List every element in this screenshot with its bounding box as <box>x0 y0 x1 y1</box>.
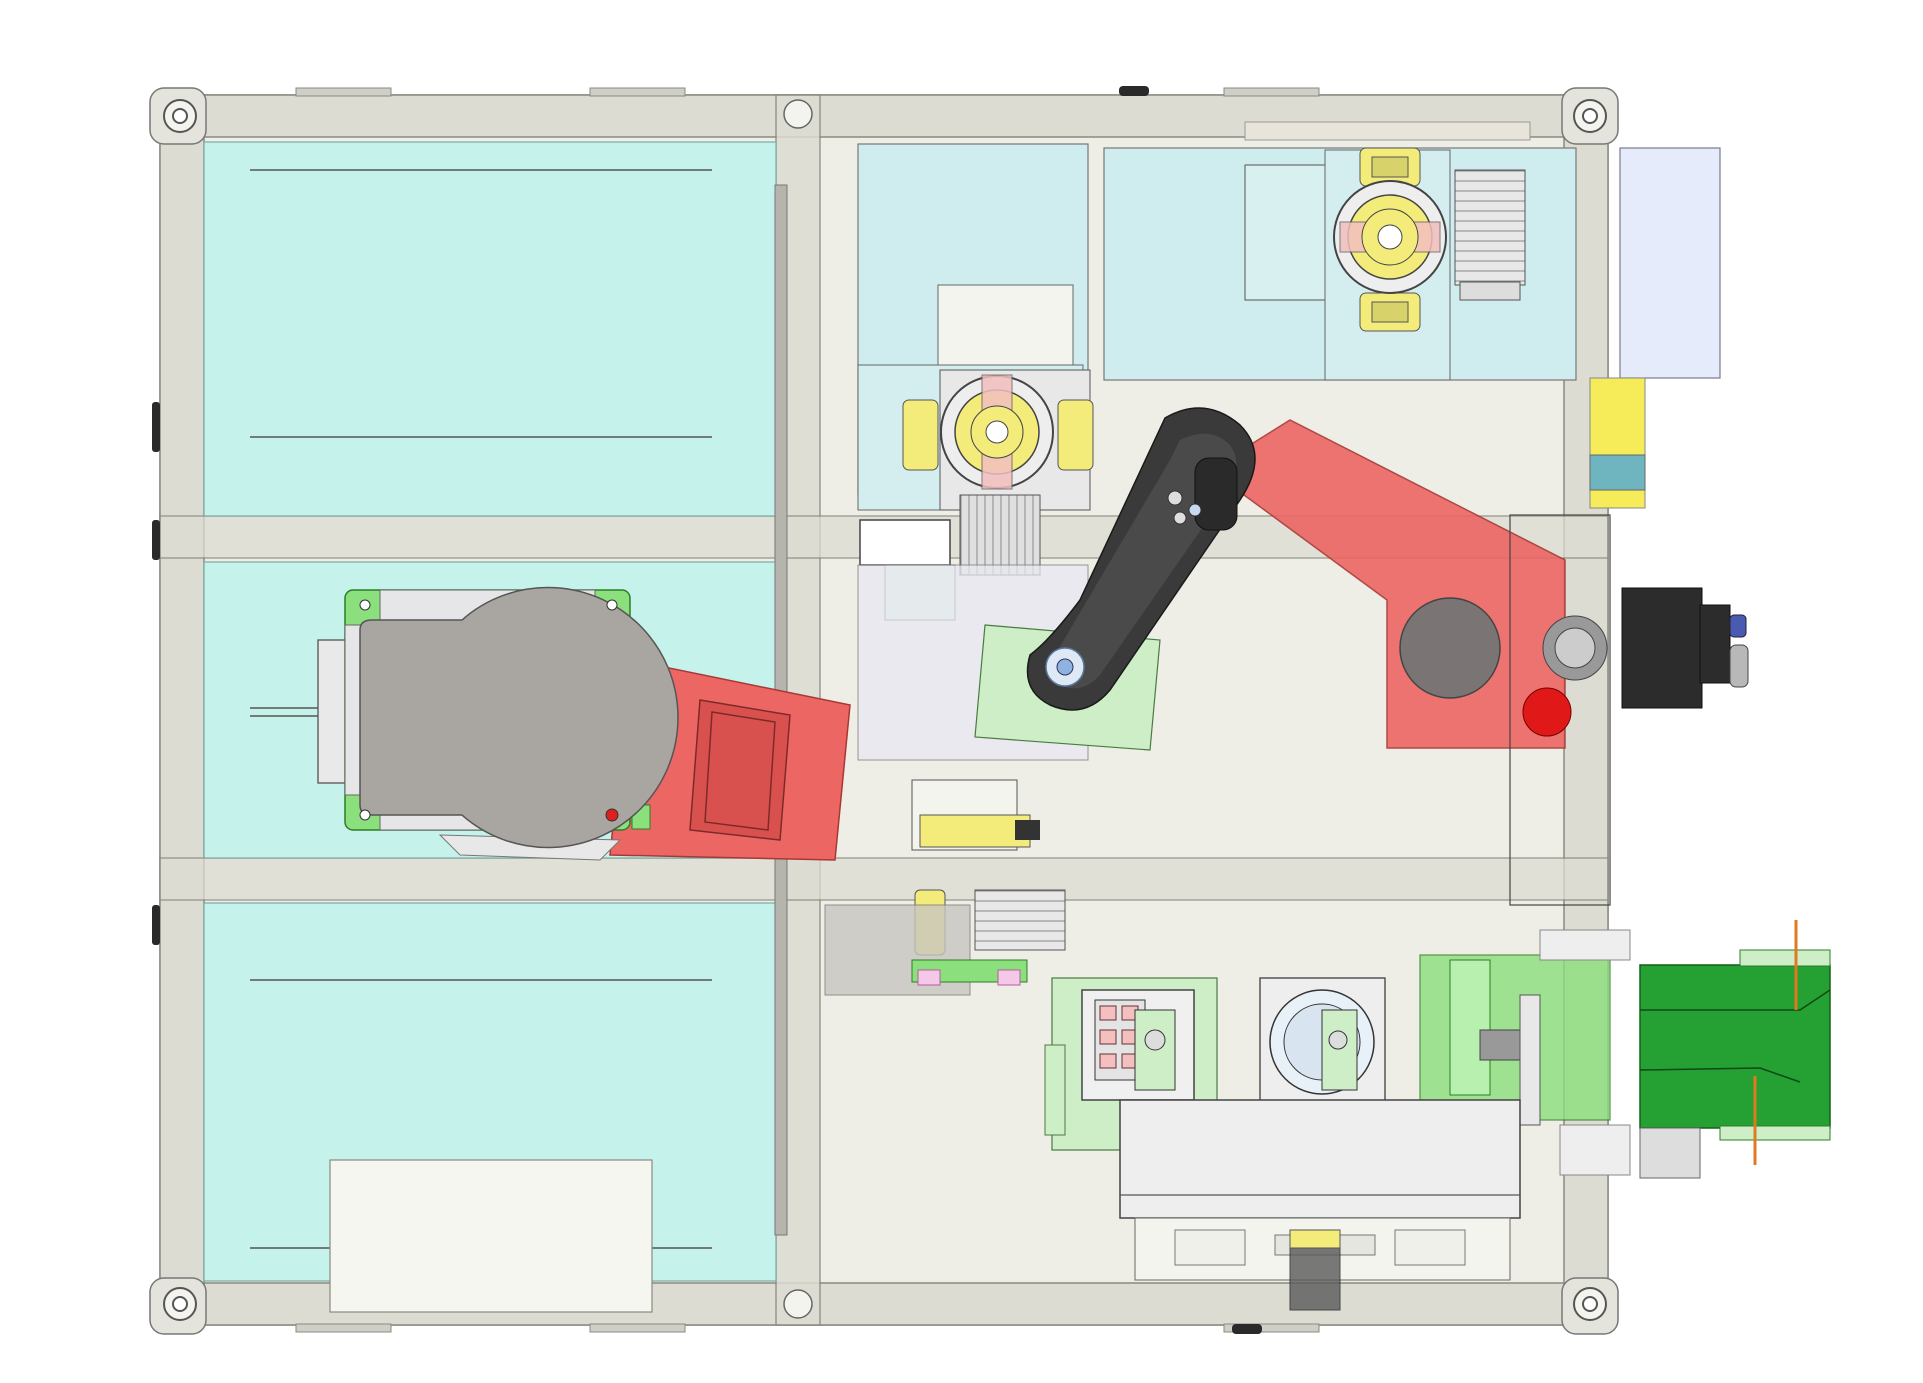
servo-motor <box>1621 587 1749 709</box>
side-frame-right <box>1509 514 1611 906</box>
robot-arm-left <box>438 659 851 861</box>
corner-pad <box>149 87 207 145</box>
corner-pad <box>1561 87 1619 145</box>
gripper-station <box>824 779 1066 996</box>
conveyor <box>1419 920 1831 1179</box>
access-panel <box>329 1159 653 1313</box>
rail-tab <box>152 520 160 560</box>
rail-tab <box>1223 87 1320 97</box>
post-bolt <box>783 1289 813 1319</box>
scara-robot <box>974 407 1608 751</box>
post-bolt <box>783 99 813 129</box>
rail-tab <box>589 1323 686 1333</box>
rail-tab <box>295 87 392 97</box>
fixture-station-top <box>1103 121 1577 381</box>
corner-pad <box>1561 1277 1619 1335</box>
rail-tab <box>1119 86 1149 96</box>
robot-base-left <box>250 586 679 849</box>
corner-pad <box>149 1277 207 1335</box>
rail-tab <box>1223 1323 1320 1333</box>
work-table <box>1119 1099 1521 1311</box>
rail-tab <box>589 87 686 97</box>
rotary-station <box>1259 977 1386 1104</box>
frame-rail-mid-lower <box>159 857 1609 901</box>
fixture-station-mid <box>857 143 1094 761</box>
control-panel-side <box>1619 147 1721 379</box>
rail-tab <box>1232 1324 1262 1334</box>
rail-tab <box>295 1323 392 1333</box>
rail-tab <box>152 905 160 945</box>
glass-panel-top-left <box>203 141 777 517</box>
frame-rail-left <box>159 94 205 1326</box>
light-curtain-cap <box>1589 454 1646 491</box>
rail-tab <box>152 402 160 452</box>
